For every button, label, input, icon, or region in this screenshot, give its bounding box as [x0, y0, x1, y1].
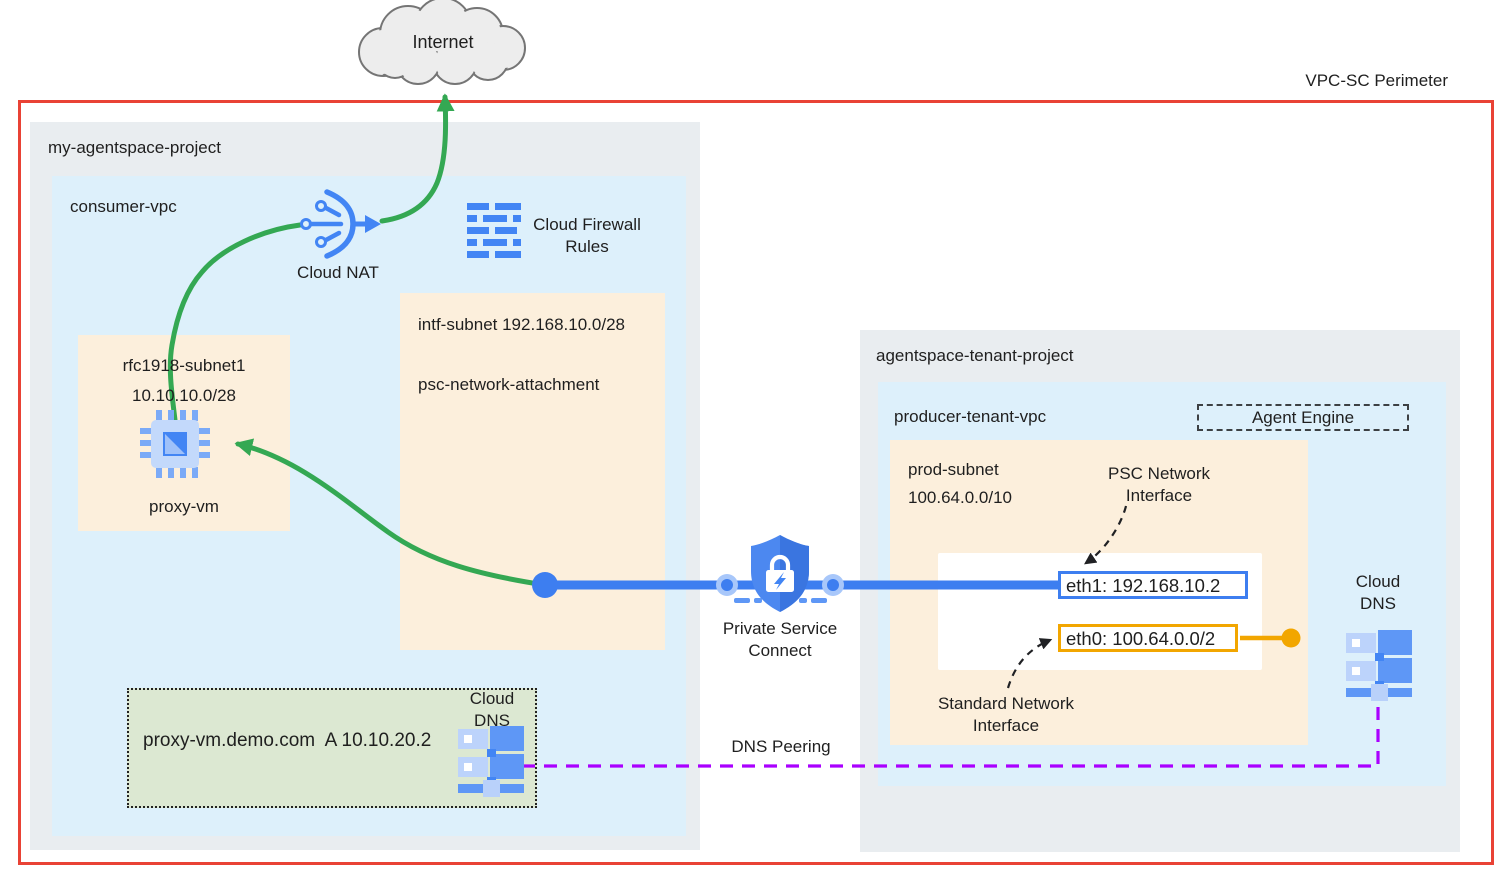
standard-network-interface-label: Standard Network Interface: [937, 694, 1075, 735]
rfc-subnet-name: rfc1918-subnet1: [122, 356, 246, 375]
cloud-dns-tenant-label: Cloud DNS: [1355, 572, 1401, 613]
eth0-interface: eth0: 100.64.0.0/2: [1058, 624, 1238, 652]
cloud-nat-label: Cloud NAT: [297, 263, 379, 282]
cloud-dns-consumer-label: Cloud DNS: [469, 689, 515, 730]
rfc-subnet-cidr: 10.10.10.0/28: [132, 386, 236, 405]
intf-subnet-box: [400, 293, 665, 650]
consumer-vpc-title: consumer-vpc: [70, 197, 177, 216]
consumer-project-title: my-agentspace-project: [48, 138, 221, 157]
private-service-connect-label: Private Service Connect: [722, 619, 838, 660]
psc-network-attachment-label: psc-network-attachment: [418, 375, 600, 394]
producer-vpc-title: producer-tenant-vpc: [894, 407, 1047, 426]
internet-label: Internet: [412, 32, 474, 52]
vpc-sc-perimeter-box: [18, 100, 1494, 865]
intf-subnet-title: intf-subnet 192.168.10.0/28: [418, 315, 625, 334]
agent-engine-box: Agent Engine: [1197, 404, 1409, 431]
dns-record-text: proxy-vm.demo.com A 10.10.20.2: [143, 730, 432, 751]
prod-subnet-name: prod-subnet: [908, 460, 999, 479]
agent-engine-label: Agent Engine: [1251, 408, 1355, 427]
tenant-project-title: agentspace-tenant-project: [876, 346, 1074, 365]
dns-peering-label: DNS Peering: [731, 737, 831, 756]
vpc-sc-perimeter-label: VPC-SC Perimeter: [1305, 71, 1448, 90]
prod-subnet-cidr: 100.64.0.0/10: [908, 488, 1012, 507]
proxy-vm-label: proxy-vm: [149, 497, 219, 516]
eth1-interface: eth1: 192.168.10.2: [1058, 571, 1248, 599]
psc-network-interface-label: PSC Network Interface: [1107, 464, 1211, 505]
cloud-firewall-label: Cloud Firewall Rules: [533, 215, 641, 256]
